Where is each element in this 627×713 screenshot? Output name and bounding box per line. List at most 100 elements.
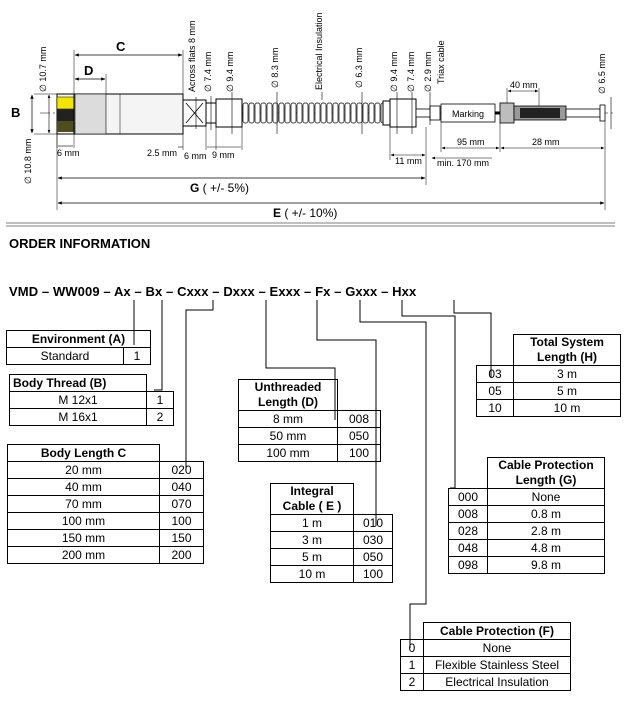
dim-dia-10-8: ∅ 10.8 mm	[23, 139, 33, 184]
corrugation-ring	[356, 102, 363, 124]
option-code: 150	[159, 529, 204, 547]
body-length-title: Body Length C	[7, 444, 160, 462]
option-code: 100	[337, 444, 381, 462]
dim-dia-9-4a: ∅ 9.4 mm	[225, 52, 235, 92]
option-label: 100 mm	[238, 444, 338, 462]
sensor-tip-yellow	[56, 96, 75, 110]
corrugation-ring	[344, 102, 351, 124]
corrugation-ring	[314, 102, 321, 124]
option-label: 100 mm	[7, 512, 160, 530]
corrugation-ring	[338, 102, 345, 124]
cable-protection-length-title: Cable Protection Length (G)	[487, 457, 605, 489]
option-code: 028	[448, 522, 488, 540]
integral-cable-title: Integral Cable ( E )	[270, 483, 354, 515]
corrugation-ring	[266, 102, 273, 124]
unthreaded-section	[74, 93, 107, 135]
dim-e: E ( +/- 10%)	[273, 206, 337, 220]
collar-2	[215, 98, 243, 128]
option-code: 100	[353, 565, 393, 583]
option-code: 070	[159, 495, 204, 513]
option-code: 10	[476, 399, 514, 417]
option-code: 050	[337, 427, 381, 445]
unthreaded-length-title: Unthreaded Length (D)	[238, 379, 338, 411]
corrugation-ring	[296, 102, 303, 124]
sensor-tip-dark	[57, 109, 74, 121]
rear-sleeve	[382, 100, 391, 126]
dim-95mm: 95 mm	[457, 137, 485, 147]
cable-protection-title: Cable Protection (F)	[423, 622, 571, 640]
environment-table: Environment (A) Standard 1	[6, 330, 151, 365]
environment-title: Environment (A)	[6, 330, 151, 348]
dim-electrical-insulation: Electrical Insulation	[314, 12, 324, 90]
option-code: 030	[353, 531, 393, 549]
option-label: 5 m	[513, 382, 621, 400]
option-code: 008	[448, 505, 488, 523]
option-label: 70 mm	[7, 495, 160, 513]
corrugation-ring	[374, 102, 381, 124]
option-label: 200 mm	[7, 546, 160, 564]
corrugation-ring	[248, 102, 255, 124]
dim-11mm: 11 mm	[395, 156, 422, 166]
body-thread-table: Body Thread (B) M 12x1 1 M 16x1 2	[9, 374, 174, 426]
option-label: 5 m	[270, 548, 354, 566]
corrugation-ring	[254, 102, 261, 124]
table-row: Standard 1	[6, 347, 151, 365]
option-code: 048	[448, 539, 488, 557]
dim-d: D	[84, 63, 93, 78]
body-thread-title: Body Thread (B)	[9, 374, 147, 392]
option-label: M 16x1	[9, 408, 147, 426]
connector-tip	[565, 108, 601, 118]
dim-min-170: min. 170 mm	[437, 158, 489, 168]
option-label: 10 m	[270, 565, 354, 583]
option-label: None	[423, 639, 571, 657]
option-code: 020	[159, 461, 204, 479]
connector-body	[499, 102, 515, 124]
option-label: 10 m	[513, 399, 621, 417]
dim-2-5mm: 2.5 mm	[147, 148, 177, 158]
option-label: 3 m	[270, 531, 354, 549]
option-code: 1	[146, 391, 174, 409]
corrugation-ring	[260, 102, 267, 124]
corrugation-ring	[332, 102, 339, 124]
option-label: 20 mm	[7, 461, 160, 479]
dim-dia-7-4a: ∅ 7.4 mm	[203, 52, 213, 92]
dim-c: C	[116, 39, 126, 54]
option-label: 0.8 m	[487, 505, 605, 523]
option-label: 2.8 m	[487, 522, 605, 540]
corrugation-ring	[302, 102, 309, 124]
order-information-heading: ORDER INFORMATION	[9, 236, 151, 251]
dim-across-flats: Across flats 8 mm	[187, 20, 197, 92]
corrugation-ring	[350, 102, 357, 124]
dim-40mm: 40 mm	[510, 80, 538, 90]
corrugation-ring	[362, 102, 369, 124]
option-code: 040	[159, 478, 204, 496]
dim-9mm: 9 mm	[212, 150, 235, 160]
option-code: 000	[448, 488, 488, 506]
dim-dia-6-5: ∅ 6.5 mm	[597, 54, 607, 94]
option-code: 098	[448, 556, 488, 574]
dim-dia-8-3: ∅ 8.3 mm	[270, 48, 280, 88]
corrugated-cable	[242, 102, 387, 124]
marking-label: Marking	[452, 109, 484, 119]
corrugation-ring	[284, 102, 291, 124]
